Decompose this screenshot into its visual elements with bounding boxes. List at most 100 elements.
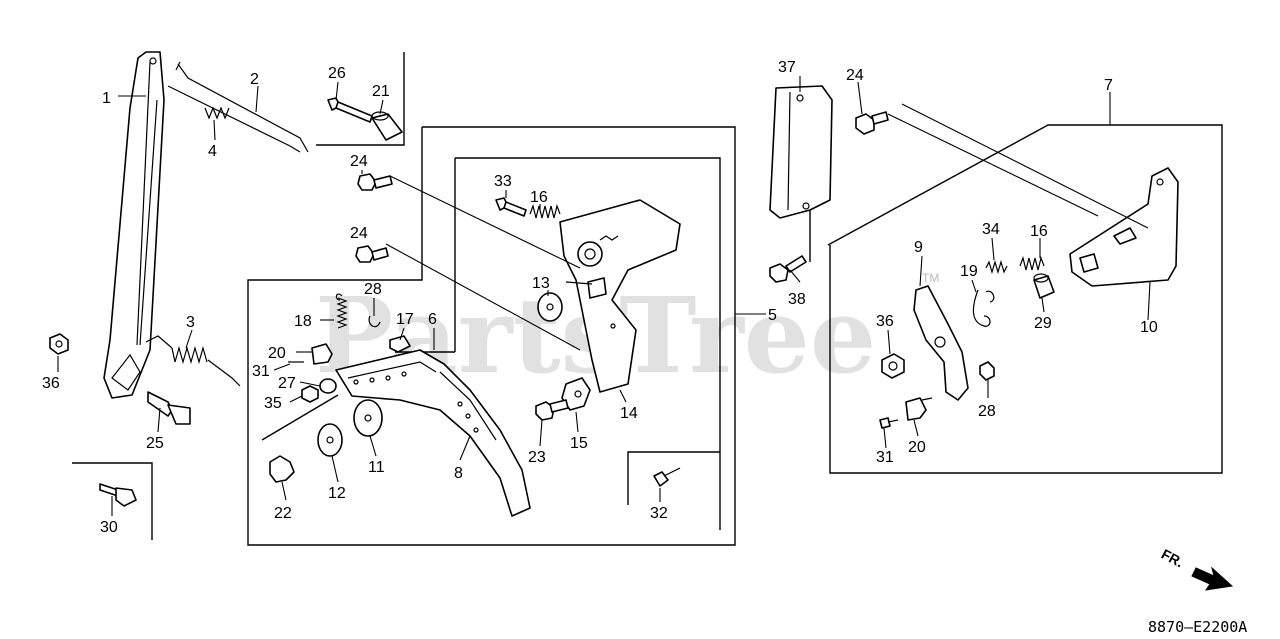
diagram-code: 8870—E2200A	[1148, 618, 1247, 636]
part-3-spring	[145, 335, 241, 387]
callout-16b: 16	[1030, 223, 1048, 240]
part-1-lever	[103, 51, 165, 399]
part-16-spring-b	[1019, 255, 1045, 271]
callout-31b: 31	[876, 449, 894, 466]
callout-15: 15	[570, 435, 588, 452]
callout-6: 6	[428, 311, 437, 328]
callout-36a: 36	[42, 375, 60, 392]
part-4-spring	[204, 106, 230, 120]
part-11-washer	[353, 399, 383, 437]
part-34-spring	[985, 259, 1008, 275]
part-20-block-right	[905, 397, 933, 421]
callout-8: 8	[454, 465, 463, 482]
callout-26: 26	[328, 65, 346, 82]
callout-7: 7	[1104, 77, 1113, 94]
part-13-washer	[537, 292, 563, 322]
callout-33: 33	[494, 173, 512, 190]
part-12-cam	[317, 423, 343, 457]
callout-20b: 20	[908, 439, 926, 456]
front-direction-marker: FR.	[1159, 546, 1234, 591]
part-20-block-left	[311, 343, 333, 365]
part-19-spring	[972, 289, 995, 327]
callout-12: 12	[328, 485, 346, 502]
part-23-bolt	[535, 399, 569, 421]
part-26-bolt	[327, 97, 373, 123]
callout-1: 1	[102, 90, 111, 107]
trademark-mark: TM	[922, 271, 939, 285]
leader-lines	[57, 76, 1151, 516]
part-24-bolt-b	[355, 245, 389, 263]
part-9-lever	[913, 285, 969, 401]
callout-22: 22	[274, 505, 292, 522]
part-15-clip	[561, 377, 591, 411]
part-33-bolt	[495, 197, 527, 217]
assembly-frame-5	[247, 126, 736, 546]
part-35-nut	[301, 385, 319, 403]
callout-34: 34	[982, 221, 1000, 238]
callout-24a: 24	[350, 153, 368, 170]
callout-2: 2	[250, 71, 259, 88]
callout-30: 30	[100, 519, 118, 536]
callout-37: 37	[778, 59, 796, 76]
callout-14: 14	[620, 405, 638, 422]
part-36-nut-left	[49, 333, 69, 355]
callout-19: 19	[960, 263, 978, 280]
callout-18: 18	[294, 313, 312, 330]
callout-23: 23	[528, 449, 546, 466]
callout-25: 25	[146, 435, 164, 452]
callout-29: 29	[1034, 315, 1052, 332]
bracket-32	[627, 451, 720, 505]
part-38-bolt	[769, 255, 807, 283]
assembly-frame-7	[827, 124, 1223, 474]
part-30-bolt	[99, 483, 137, 507]
callout-20a: 20	[268, 345, 286, 362]
callout-28b: 28	[978, 403, 996, 420]
callout-24c: 24	[846, 67, 864, 84]
part-28-clip-left	[368, 315, 381, 328]
part-28-clip-right	[979, 361, 995, 381]
part-31-screw-right	[879, 417, 899, 429]
bracket-22	[261, 394, 339, 441]
bracket-30	[72, 462, 153, 540]
callout-31a: 31	[252, 363, 270, 380]
part-32-screw	[653, 467, 681, 487]
bracket-21-26	[316, 52, 405, 146]
part-18-spring	[335, 293, 348, 329]
part-24-bolt-a	[357, 173, 393, 191]
part-2-rod	[167, 61, 309, 153]
part-24-bolt-c	[855, 111, 889, 135]
part-36-nut-right	[881, 353, 905, 379]
callout-24b: 24	[350, 225, 368, 242]
callout-21: 21	[372, 83, 390, 100]
callout-9: 9	[914, 239, 923, 256]
callout-16a: 16	[530, 189, 548, 206]
part-27-washer	[319, 378, 337, 394]
part-10-bracket	[1069, 167, 1179, 287]
callout-10: 10	[1140, 319, 1158, 336]
callout-28a: 28	[364, 281, 382, 298]
callout-38: 38	[788, 291, 806, 308]
part-8-bracket	[335, 349, 531, 517]
callout-4: 4	[208, 143, 217, 160]
assembly-frame-14	[455, 157, 721, 530]
front-arrow-icon	[1191, 566, 1234, 591]
callout-3: 3	[186, 314, 195, 331]
part-37-plate	[769, 85, 833, 219]
callout-11: 11	[368, 459, 385, 476]
part-25-bolt	[147, 391, 191, 425]
part-14-plate	[559, 199, 681, 393]
callout-5: 5	[768, 307, 777, 324]
part-29-collar	[1033, 273, 1055, 299]
part-16-spring-a	[529, 203, 561, 219]
callout-32: 32	[650, 505, 668, 522]
front-label: FR.	[1159, 546, 1186, 571]
callout-36b: 36	[876, 313, 894, 330]
assembly-frames	[72, 52, 1223, 546]
callout-17: 17	[396, 311, 414, 328]
part-21-collar	[371, 111, 403, 141]
callout-27: 27	[278, 375, 296, 392]
callout-13: 13	[532, 275, 550, 292]
part-22-wing-nut	[269, 455, 295, 483]
